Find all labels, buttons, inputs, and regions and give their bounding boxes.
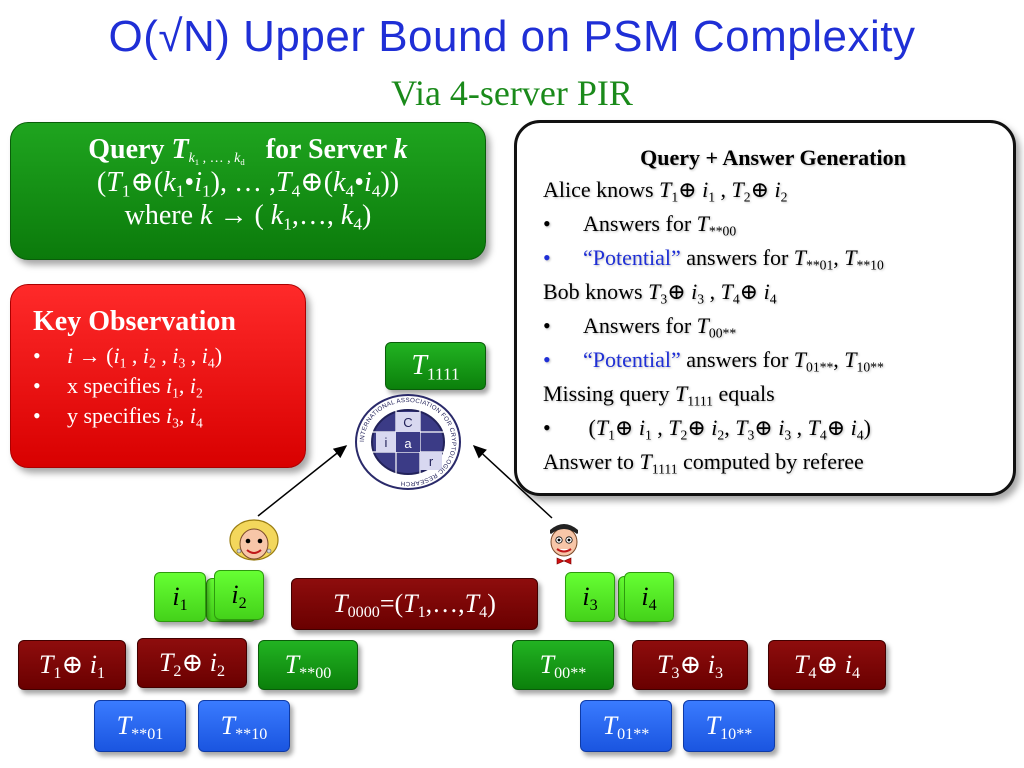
server-k: k xyxy=(393,134,408,165)
equals-word: equals xyxy=(718,381,775,406)
query-box: Query Tk1 , … , kd for Server k (T1⊕(k1•… xyxy=(10,122,486,260)
label-t4-xor-i4: T4⊕ i4 xyxy=(768,640,886,690)
key-observation-bullet-1: i → (i1 , i2 , i3 , i4) xyxy=(33,341,293,371)
label-t-00-alice: T**00 xyxy=(258,640,358,690)
alice-potential-answers: “Potential” answers for T**01, T**10 xyxy=(543,241,1003,275)
bob-knows: Bob knows T3⊕ i3 , T4⊕ i4 xyxy=(543,279,777,307)
slide-subtitle: Via 4-server PIR xyxy=(391,73,633,113)
answer-generation-box: Query + Answer Generation Alice knows T1… xyxy=(514,120,1016,496)
label-t-10-alice: T**10 xyxy=(198,700,290,752)
slide-title: O(√N) Upper Bound on PSM Complexity xyxy=(108,12,916,61)
label-i4: i4 xyxy=(624,572,674,622)
query-box-line-2: (T1⊕(k1•i1), … ,T4⊕(k4•i4)) xyxy=(96,167,400,201)
emblem-letter-a: a xyxy=(404,436,412,451)
arrow-bob-to-referee xyxy=(472,444,553,519)
answer-computed: Answer to T1111 computed by referee xyxy=(543,449,864,477)
label-t-01-alice: T**01 xyxy=(94,700,186,752)
bob-answers: Answers for T00** xyxy=(543,309,1003,343)
query-T: T xyxy=(171,134,189,165)
label-t2-xor-i2: T2⊕ i2 xyxy=(137,638,247,688)
label-i3: i3 xyxy=(565,572,615,622)
label-t3-xor-i3: T3⊕ i3 xyxy=(632,640,748,690)
computed-by-referee: computed by referee xyxy=(683,449,864,474)
iacr-logo-icon: C i a r INTERNATIONAL ASSOCIATION FOR CR… xyxy=(355,394,461,490)
alice-knows: Alice knows T1⊕ i1 , T2⊕ i2 xyxy=(543,177,788,205)
label-t1111: T1111 xyxy=(385,342,486,390)
key-observation-bullet-3: y specifies i3, i4 xyxy=(33,401,293,431)
answer-to-label: Answer to xyxy=(543,449,635,474)
emblem-letter-i: i xyxy=(385,435,388,450)
bob-potential-answers: “Potential” answers for T01**, T10** xyxy=(543,343,1003,377)
alice-answers: Answers for T**00 xyxy=(543,207,1003,241)
emblem-letter-r: r xyxy=(429,454,434,469)
query-box-line-3: where k → ( k1,…, k4) xyxy=(124,200,372,234)
label-t1-xor-i1: T1⊕ i1 xyxy=(18,640,126,690)
key-observation-box: Key Observation i → (i1 , i2 , i3 , i4) … xyxy=(10,284,306,468)
label-i1: i1 xyxy=(154,572,206,622)
label-t0000: T0000=(T1,…,T4) xyxy=(291,578,538,630)
missing-query: Missing query T1111 equals xyxy=(543,381,775,409)
label-t-01-bob: T01** xyxy=(580,700,672,752)
query-box-line-1: Query Tk1 , … , kd for Server k xyxy=(88,134,408,168)
arrow-alice-to-referee xyxy=(257,445,348,517)
bob-face-icon xyxy=(550,524,578,565)
missing-query-label: Missing query xyxy=(543,381,670,406)
answer-generation-title: Query + Answer Generation xyxy=(640,145,906,170)
label-i2: i2 xyxy=(214,570,264,620)
query-word: Query xyxy=(88,134,165,165)
alice-face-icon xyxy=(229,519,279,561)
key-observation-title: Key Observation xyxy=(33,306,236,337)
label-t-00-bob: T00** xyxy=(512,640,614,690)
for-server-text: for Server xyxy=(265,134,387,165)
key-observation-bullet-2: x specifies i1, i2 xyxy=(33,371,293,401)
emblem-letter-c: C xyxy=(403,415,412,430)
label-t-10-bob: T10** xyxy=(683,700,775,752)
missing-query-formula: (T1⊕ i1 , T2⊕ i2, T3⊕ i3 , T4⊕ i4) xyxy=(543,411,1003,445)
